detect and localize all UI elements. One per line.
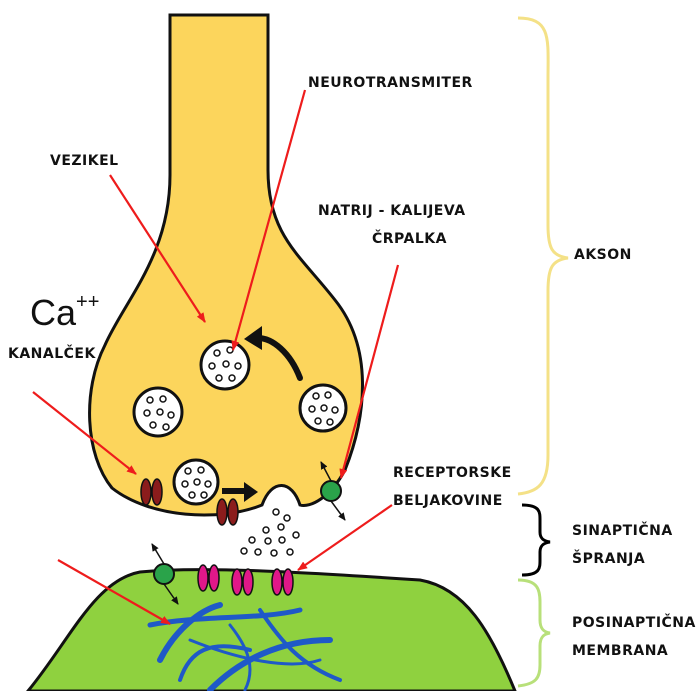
brace-postsynaptic [518,580,550,686]
label-neurotransmitter: NEUROTRANSMITER [308,72,473,94]
label-postsyn-line2: MEMBRANA [572,640,668,662]
label-axon: AKSON [574,244,632,266]
arrow-receptor [298,505,392,570]
label-calcium: Ca++ [30,292,99,334]
label-vesicle: VEZIKEL [50,150,119,172]
label-channel: KANALČEK [8,343,96,365]
label-cleft-line1: SINAPTIČNA [572,520,673,542]
calcium-symbol: Ca [30,292,76,333]
vesicle-right [300,385,346,431]
label-cleft-line2: ŠPRANJA [572,548,645,570]
label-pump-line2: ČRPALKA [372,228,447,250]
vesicle-top [201,341,249,389]
label-pump-line1: NATRIJ - KALIJEVA [318,200,466,222]
receptor-proteins [198,565,293,595]
released-neurotransmitter [241,509,299,556]
calcium-charge: ++ [76,291,99,313]
vesicle-left [134,388,182,436]
brace-cleft [522,505,550,575]
brace-axon [518,18,568,494]
label-receptor-line2: BELJAKOVINE [393,490,503,512]
vesicle-bottom [174,460,218,504]
label-postsyn-line1: POSINAPTIČNA [572,612,696,634]
postsynaptic-membrane [28,570,515,691]
label-receptor-line1: RECEPTORSKE [393,462,512,484]
